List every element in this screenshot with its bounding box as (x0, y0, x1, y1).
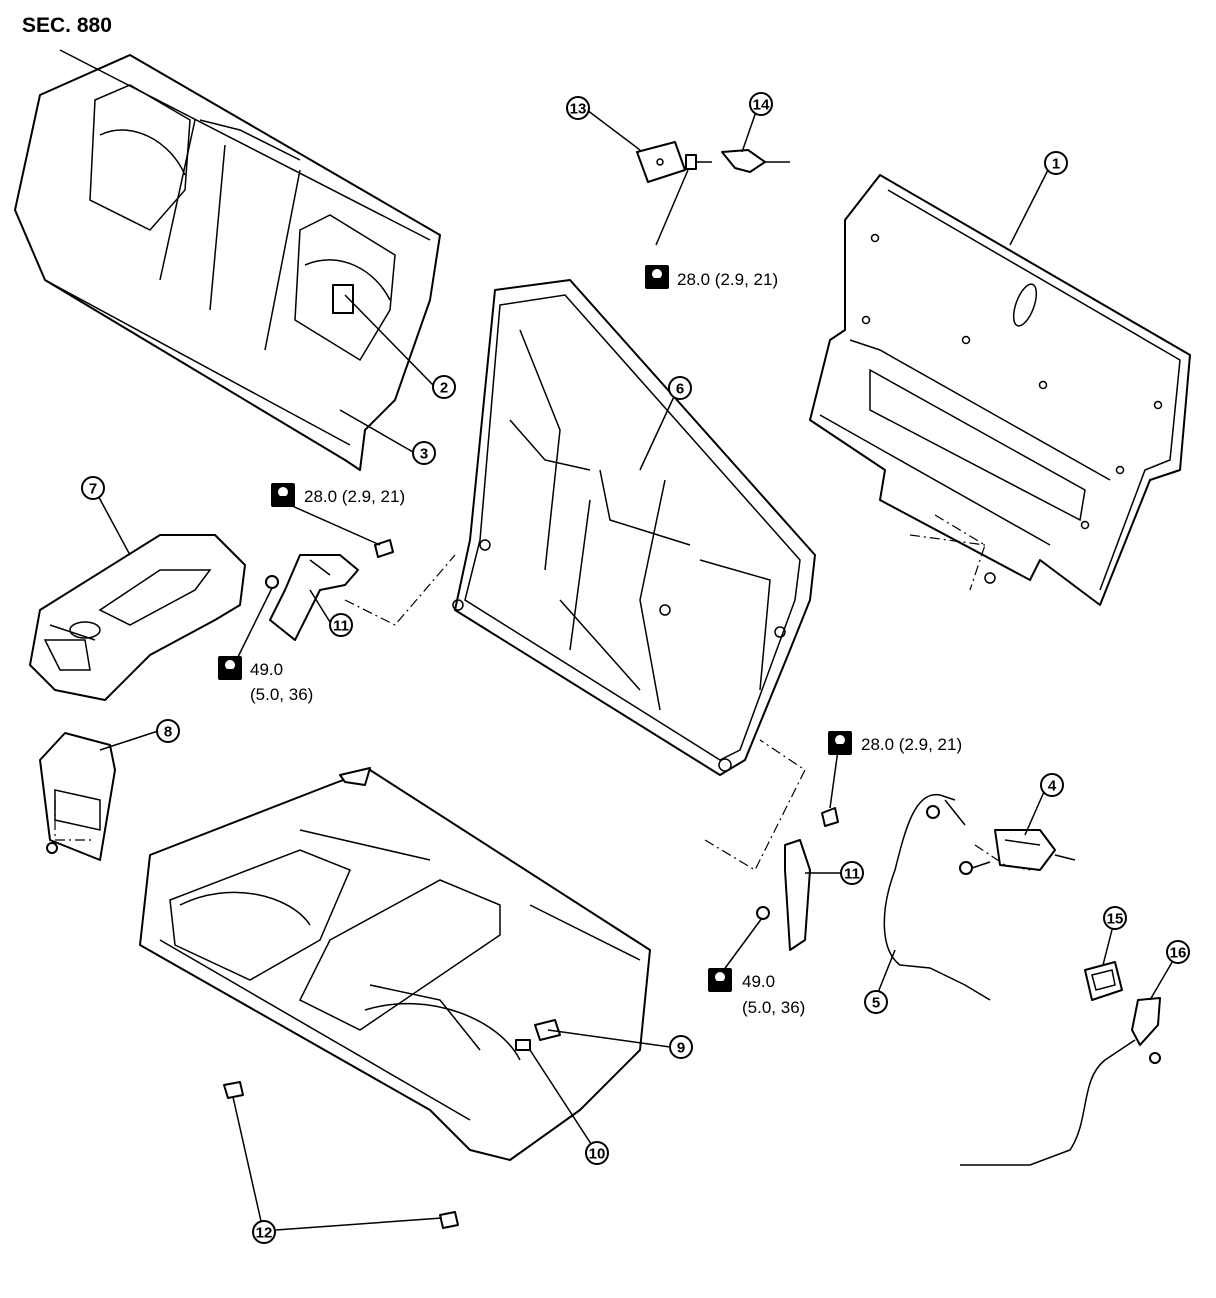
callout-12: 12 (252, 1220, 276, 1244)
callout-13: 13 (566, 96, 590, 120)
release-cable (883, 793, 991, 1001)
svg-text:6: 6 (676, 381, 684, 398)
torque-wrench-icon (218, 656, 242, 680)
callout-2: 2 (432, 375, 456, 399)
release-handle (960, 997, 1161, 1166)
svg-text:28.0 (2.9, 21): 28.0 (2.9, 21) (677, 270, 778, 289)
svg-text:12: 12 (256, 1225, 273, 1242)
callout-16: 16 (1166, 940, 1190, 964)
callout-14: 14 (749, 92, 773, 116)
release-knob (1084, 961, 1123, 1001)
section-title: SEC. 880 (22, 14, 112, 37)
svg-text:4: 4 (1048, 778, 1057, 795)
svg-text:49.0: 49.0 (250, 660, 283, 679)
callout-7: 7 (81, 476, 105, 500)
callout-10: 10 (585, 1141, 609, 1165)
seatback-hinge-left (265, 539, 456, 641)
svg-text:(5.0, 36): (5.0, 36) (742, 998, 805, 1017)
striker-bolt (685, 154, 712, 170)
callout-4: 4 (1040, 773, 1064, 797)
cushion-clip-b (439, 1211, 459, 1229)
callout-11-left: 11 (329, 613, 353, 637)
callout-6: 6 (668, 376, 692, 400)
svg-text:13: 13 (570, 101, 587, 118)
svg-text:2: 2 (440, 380, 448, 397)
svg-text:14: 14 (753, 97, 770, 114)
striker-cover (636, 141, 686, 183)
svg-text:15: 15 (1107, 911, 1124, 928)
seatback-tag (332, 284, 354, 314)
callout-1: 1 (1044, 151, 1068, 175)
callout-3: 3 (412, 441, 436, 465)
svg-text:11: 11 (333, 618, 349, 635)
callout-11-right: 11 (840, 861, 864, 885)
torque-wrench-icon (645, 265, 669, 289)
svg-text:10: 10 (589, 1146, 606, 1163)
torque-spec-hinge-nut-left: 49.0 (5.0, 36) (218, 656, 313, 704)
callout-15: 15 (1103, 906, 1127, 930)
svg-text:49.0: 49.0 (742, 972, 775, 991)
svg-text:8: 8 (164, 724, 172, 741)
back-finisher-panel (809, 174, 1191, 606)
seatback-lock (959, 829, 1076, 875)
torque-spec-striker: 28.0 (2.9, 21) (645, 265, 778, 289)
seatback-trim (14, 49, 441, 471)
svg-text:28.0 (2.9, 21): 28.0 (2.9, 21) (304, 487, 405, 506)
svg-text:3: 3 (420, 446, 428, 463)
torque-wrench-icon (271, 483, 295, 507)
seatback-hinge-right (704, 739, 839, 951)
callout-5: 5 (864, 990, 888, 1014)
seat-cushion (139, 767, 651, 1161)
svg-text:1: 1 (1052, 156, 1060, 173)
svg-text:7: 7 (89, 481, 97, 498)
callout-9: 9 (669, 1035, 693, 1059)
torque-spec-hinge-bolt-right: 28.0 (2.9, 21) (828, 731, 962, 755)
torque-spec-hinge-nut-right: 49.0 (5.0, 36) (708, 968, 805, 1017)
armrest (29, 534, 246, 701)
torque-wrench-icon (708, 968, 732, 992)
cushion-clip-a (223, 1081, 244, 1099)
striker-bracket (721, 149, 790, 173)
callout-8: 8 (156, 719, 180, 743)
svg-text:9: 9 (677, 1040, 685, 1057)
svg-text:11: 11 (844, 866, 860, 883)
svg-text:28.0 (2.9, 21): 28.0 (2.9, 21) (861, 735, 962, 754)
torque-wrench-icon (828, 731, 852, 755)
svg-text:(5.0, 36): (5.0, 36) (250, 685, 313, 704)
armrest-bracket (39, 732, 116, 861)
svg-text:5: 5 (872, 995, 880, 1012)
torque-spec-hinge-bolt-left: 28.0 (2.9, 21) (271, 483, 405, 507)
svg-text:16: 16 (1170, 945, 1187, 962)
seatback-frame (452, 279, 816, 776)
